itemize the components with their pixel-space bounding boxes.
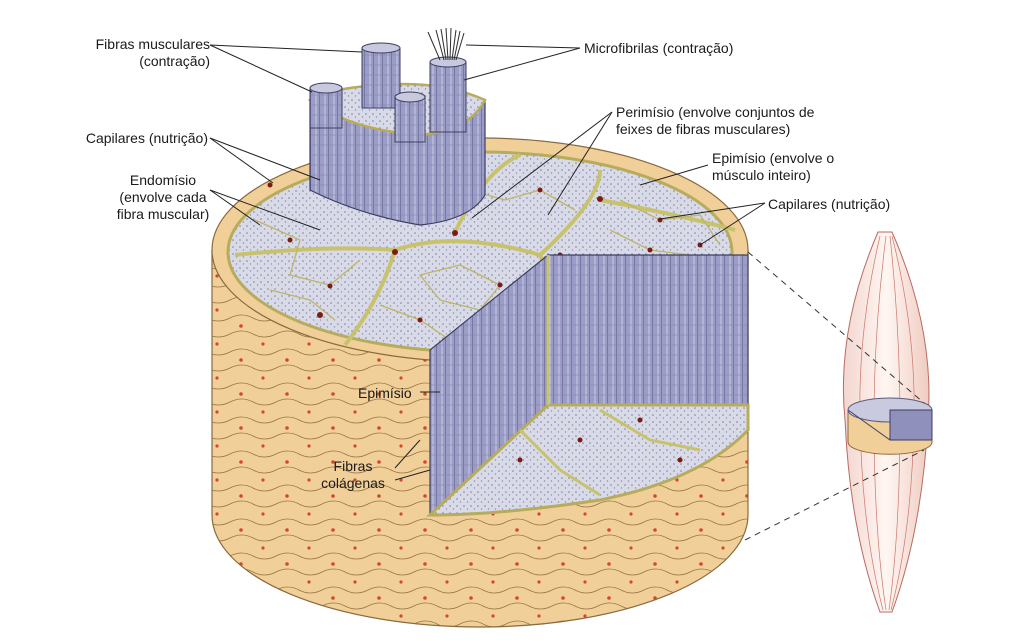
microfibrils — [427, 27, 465, 61]
label-capilares-esquerda: Capilares (nutrição) — [85, 130, 208, 146]
label-endomisio: Endomísio (envolve cada fibra muscular) — [116, 172, 210, 222]
muscle-fascicle — [307, 27, 487, 226]
label-epimisio-direita: Epimísio (envolve o músculo inteiro) — [712, 150, 835, 183]
label-epimisio-centro: Epimísio — [358, 385, 412, 401]
label-fibras-musculares: Fibras musculares (contração) — [95, 36, 210, 69]
muscle-fibers — [309, 42, 467, 143]
label-perimisio: Perimísio (envolve conjuntos de feixes d… — [616, 104, 815, 137]
cutaway-section — [426, 253, 750, 517]
zoom-guide-lines — [744, 251, 925, 541]
label-capilares-direita: Capilares (nutrição) — [768, 196, 891, 212]
leader-lines — [209, 44, 766, 481]
label-fibras-colagenas: Fibras colágenas — [321, 458, 385, 491]
label-microfibrilas: Microfibrilas (contração) — [584, 40, 734, 56]
whole-muscle-inset — [842, 231, 933, 613]
